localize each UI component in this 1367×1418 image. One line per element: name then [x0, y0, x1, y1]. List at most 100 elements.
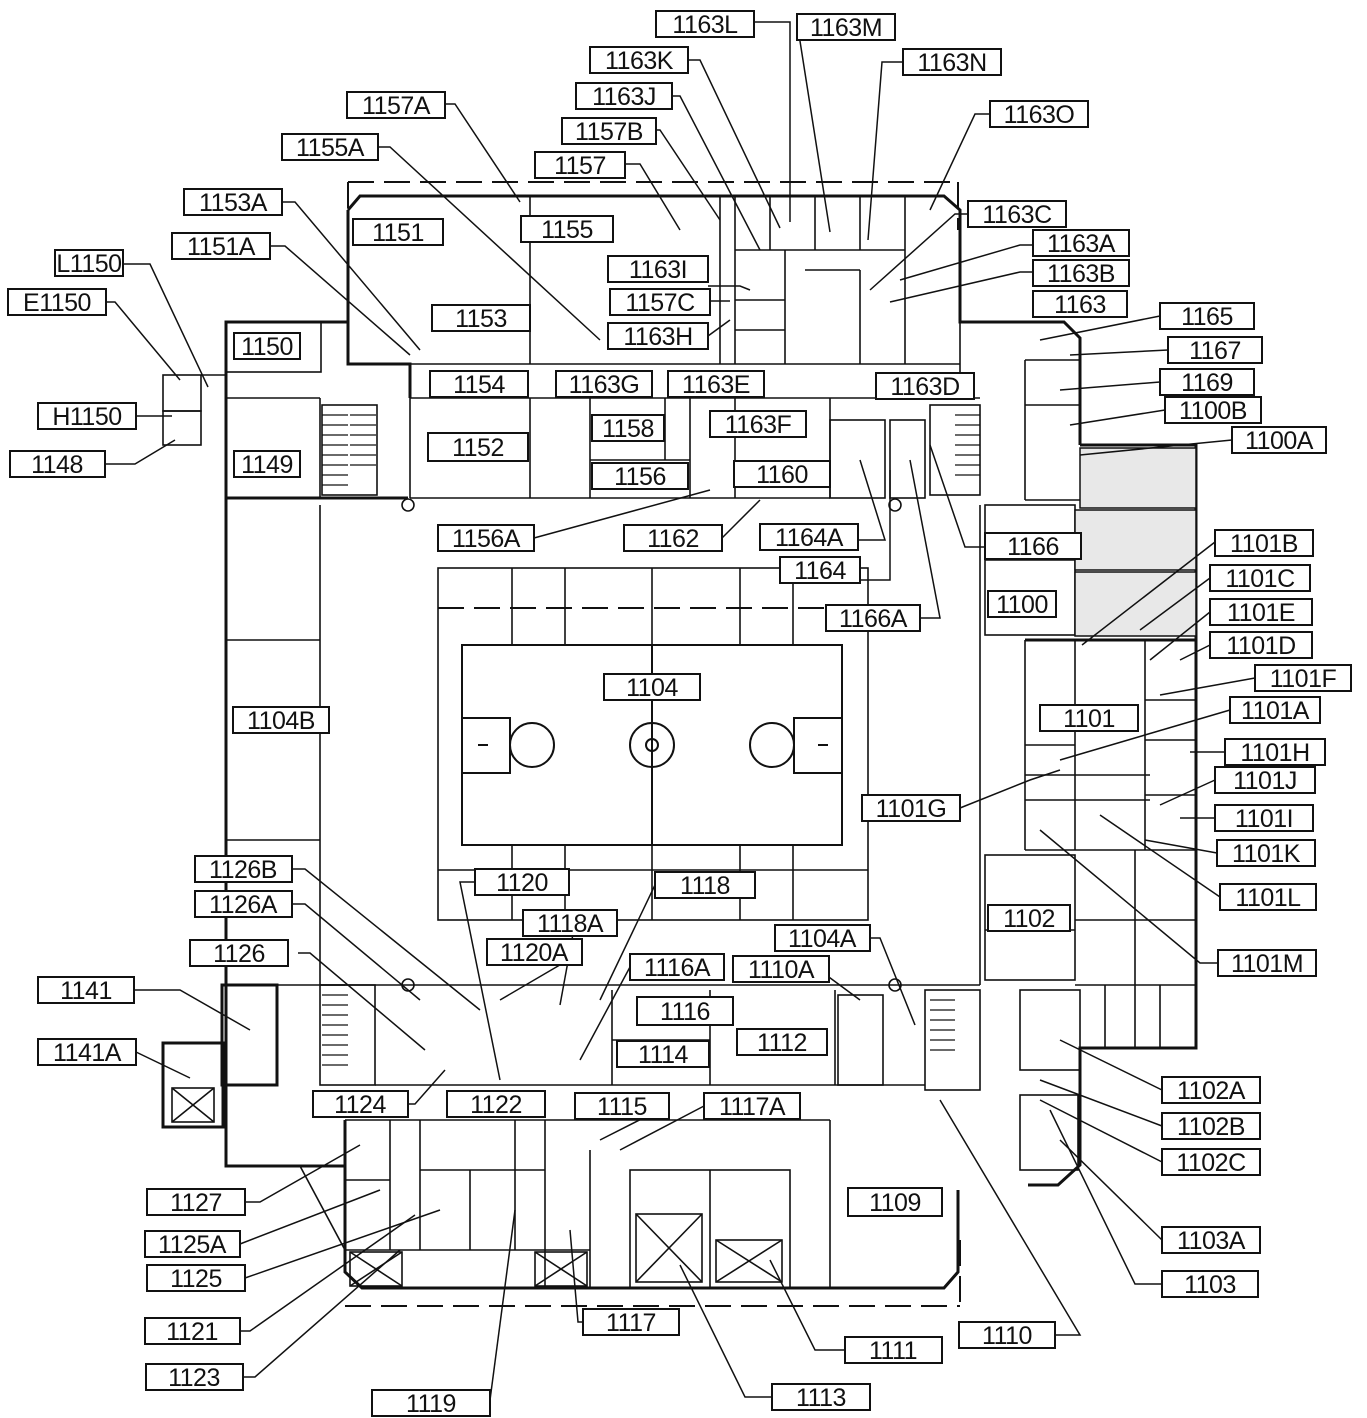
svg-text:1163J: 1163J [592, 83, 656, 111]
room-label: 1102C [1161, 1148, 1261, 1177]
room-label: 1163K [589, 46, 689, 75]
courtyard [1074, 447, 1197, 637]
svg-text:1109: 1109 [869, 1189, 921, 1217]
room-label: 1149 [233, 450, 301, 479]
room-label: 1151 [352, 218, 444, 247]
svg-text:1148: 1148 [31, 451, 83, 479]
svg-text:1163H: 1163H [623, 323, 692, 351]
svg-text:1120: 1120 [496, 869, 548, 897]
svg-text:1113: 1113 [796, 1384, 846, 1412]
room-label: 1126B [194, 855, 293, 884]
svg-text:1164A: 1164A [775, 524, 844, 552]
room-label: E1150 [7, 288, 107, 317]
svg-text:1126: 1126 [213, 940, 265, 968]
room-label: 1117A [703, 1092, 801, 1121]
svg-text:1163: 1163 [1054, 291, 1106, 319]
svg-text:1163B: 1163B [1047, 260, 1115, 288]
svg-text:1117A: 1117A [719, 1093, 786, 1121]
room-label: 1125A [144, 1230, 241, 1259]
room-label: 1101K [1216, 839, 1316, 868]
svg-text:1163G: 1163G [569, 371, 640, 399]
room-label: 1115 [574, 1092, 670, 1121]
svg-text:1100: 1100 [996, 591, 1048, 619]
room-label: 1101E [1209, 598, 1313, 627]
room-label: 1169 [1159, 368, 1255, 397]
room-label: 1111 [844, 1336, 943, 1365]
svg-text:1118: 1118 [680, 872, 730, 900]
svg-text:1157B: 1157B [575, 118, 643, 146]
svg-text:1155: 1155 [541, 216, 593, 244]
svg-text:1111: 1111 [869, 1337, 917, 1365]
svg-text:1101C: 1101C [1225, 565, 1295, 593]
svg-text:1163M: 1163M [810, 14, 882, 42]
room-label: 1166A [825, 604, 921, 633]
svg-text:1163I: 1163I [629, 256, 687, 284]
svg-text:1163D: 1163D [890, 373, 959, 401]
room-label: 1101M [1217, 949, 1317, 978]
svg-text:1101L: 1101L [1235, 884, 1301, 912]
room-label: 1124 [312, 1090, 409, 1119]
svg-text:1154: 1154 [453, 371, 505, 399]
svg-text:1110: 1110 [982, 1322, 1032, 1350]
room-label: 1163L [655, 10, 755, 39]
svg-text:E1150: E1150 [23, 289, 91, 317]
room-label: 1123 [145, 1363, 244, 1392]
room-label: 1158 [591, 414, 665, 443]
svg-text:1166: 1166 [1007, 533, 1059, 561]
room-label: 1156 [591, 462, 689, 491]
svg-text:1102A: 1102A [1177, 1077, 1246, 1105]
room-label: 1127 [146, 1188, 246, 1217]
room-label: 1100 [987, 590, 1057, 619]
room-label: 1126A [194, 890, 293, 919]
room-label: 1163M [796, 13, 896, 42]
svg-text:1163O: 1163O [1004, 101, 1075, 129]
svg-text:1162: 1162 [647, 525, 699, 553]
svg-text:1103: 1103 [1184, 1271, 1236, 1299]
room-label: 1116 [636, 996, 734, 1026]
svg-text:1157A: 1157A [362, 92, 431, 120]
room-label: 1163A [1032, 229, 1130, 258]
svg-text:1100B: 1100B [1179, 397, 1247, 425]
room-label: 1101C [1209, 564, 1311, 593]
room-label: 1101 [1039, 704, 1139, 733]
room-label: 1156A [437, 524, 535, 553]
svg-text:1114: 1114 [638, 1041, 689, 1069]
south-rooms [299, 984, 981, 1289]
svg-text:1101E: 1101E [1227, 599, 1295, 627]
room-label: 1164 [779, 556, 861, 585]
room-label: 1104B [232, 706, 330, 735]
room-label: 1101H [1224, 738, 1326, 767]
svg-text:1155A: 1155A [296, 134, 365, 162]
svg-text:1153A: 1153A [199, 189, 268, 217]
svg-text:1169: 1169 [1181, 369, 1233, 397]
room-label: 1155 [520, 215, 614, 244]
svg-text:1116: 1116 [660, 998, 710, 1026]
room-label: 1153A [183, 188, 283, 217]
dashed-boundary [345, 181, 961, 1307]
room-label: 1157A [346, 91, 446, 120]
svg-text:1158: 1158 [602, 415, 654, 443]
svg-text:1100A: 1100A [1245, 427, 1314, 455]
svg-text:1125: 1125 [170, 1265, 222, 1293]
room-label: 1163D [875, 372, 975, 401]
room-label: 1109 [847, 1187, 943, 1217]
room-label: 1165 [1159, 302, 1255, 331]
svg-text:1166A: 1166A [839, 605, 908, 633]
svg-text:1101: 1101 [1063, 705, 1115, 733]
room-label: 1101L [1219, 883, 1317, 912]
room-label: 1118A [522, 909, 618, 938]
svg-text:1112: 1112 [757, 1029, 807, 1057]
room-label: L1150 [54, 249, 124, 278]
svg-text:1102C: 1102C [1176, 1149, 1246, 1177]
room-label: 1102B [1161, 1112, 1261, 1141]
room-label: 1121 [144, 1317, 241, 1346]
svg-text:1163K: 1163K [605, 47, 674, 75]
room-label: 1126 [189, 939, 289, 968]
room-label: H1150 [37, 402, 137, 431]
svg-text:1110A: 1110A [748, 956, 815, 984]
room-label: 1101F [1254, 664, 1352, 693]
room-label: 1114 [616, 1040, 710, 1069]
room-label: 1116A [629, 953, 725, 982]
room-label: 1102A [1161, 1076, 1261, 1105]
